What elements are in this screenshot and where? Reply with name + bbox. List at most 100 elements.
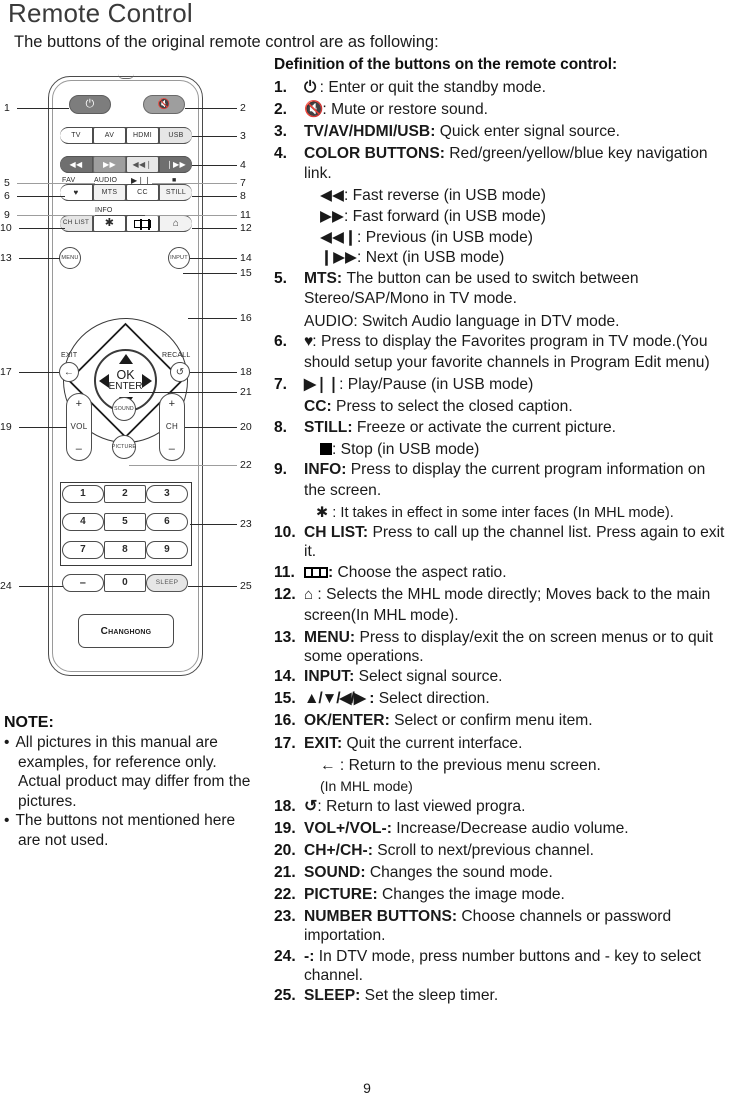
fast-forward-icon[interactable]: ▶▶ [93, 156, 126, 173]
callout-1: 1 [4, 102, 10, 114]
asterisk-icon[interactable]: ✱ [93, 215, 126, 232]
definition-text: Press to display the Favorites program i… [304, 333, 710, 371]
definition-number: 7. [274, 375, 288, 393]
enter-label: ENTER [108, 380, 143, 392]
cc-button[interactable]: CC [126, 184, 159, 201]
menu-button[interactable]: MENU [59, 247, 81, 269]
ch-list-button[interactable]: CH LIST [60, 215, 93, 232]
definition-body: MENU: Press to display/exit the on scree… [304, 628, 730, 666]
previous-icon[interactable]: ◀◀❘ [126, 156, 159, 173]
callout-20: 20 [240, 421, 252, 433]
definition-text: Quick enter signal source. [439, 122, 621, 140]
sub-line-fast-reverse: ◀◀: Fast reverse (in USB mode) [320, 187, 546, 205]
callout-line-24 [19, 586, 63, 587]
still-button[interactable]: STILL [159, 184, 192, 201]
heart-icon[interactable]: ♥ [60, 184, 93, 201]
definition-item-1: 1. ⏻ : Enter or quit the standby mode. [274, 78, 730, 99]
definition-separator: : [309, 947, 319, 965]
definition-term: TV/AV/HDMI/USB [304, 122, 431, 140]
number-button-6[interactable]: 6 [146, 513, 188, 531]
next-icon[interactable]: ❘▶▶ [159, 156, 192, 173]
mute-icon[interactable]: 🔇 [143, 95, 185, 114]
callout-line-6 [17, 196, 65, 197]
definition-number: 19. [274, 819, 296, 837]
exit-button[interactable]: ← [59, 362, 79, 382]
mts-button[interactable]: MTS [93, 184, 126, 201]
number-button-4[interactable]: 4 [62, 513, 104, 531]
definition-term: INFO [304, 461, 342, 479]
recall-button[interactable]: ↺ [170, 362, 190, 382]
definition-term: EXIT [304, 734, 337, 752]
number-button-1[interactable]: 1 [62, 485, 104, 503]
home-icon: ⌂ [304, 586, 314, 604]
definition-text: Set the sleep timer. [364, 987, 499, 1005]
fast-reverse-icon[interactable]: ◀◀ [60, 156, 93, 173]
callout-10: 10 [0, 222, 12, 234]
definition-text: Select or confirm menu item. [394, 712, 593, 730]
zero-button[interactable]: 0 [104, 574, 146, 592]
channel-plus[interactable]: + [168, 398, 176, 410]
source-button-hdmi[interactable]: HDMI [126, 127, 159, 144]
definition-number: 15. [274, 690, 296, 708]
number-button-7[interactable]: 7 [62, 541, 104, 559]
number-button-2[interactable]: 2 [104, 485, 146, 503]
definition-separator: : [355, 987, 365, 1005]
power-icon[interactable]: ⏻ [69, 95, 111, 114]
callout-line-22 [129, 465, 237, 466]
callout-5: 5 [4, 177, 10, 189]
number-button-9[interactable]: 9 [146, 541, 188, 559]
definition-text: The button can be used to switch between… [304, 269, 639, 308]
sub-line-audio: AUDIO: Switch Audio language in DTV mode… [304, 312, 620, 330]
callout-line-18 [190, 372, 237, 373]
callout-line-21 [129, 392, 237, 393]
label-exit: EXIT [61, 352, 78, 359]
definition-separator: : [362, 524, 373, 542]
definition-term: STILL [304, 418, 348, 436]
callout-line-7 [152, 183, 237, 184]
volume-minus[interactable]: – [75, 443, 83, 455]
definition-term: COLOR BUTTONS [304, 144, 440, 162]
note-item: All pictures in this manual are examples… [4, 733, 254, 811]
channel-rocker[interactable]: + CH – [159, 393, 185, 461]
callout-16: 16 [240, 312, 252, 324]
volume-plus[interactable]: + [75, 398, 83, 410]
source-button-usb[interactable]: USB [159, 127, 192, 144]
callout-23: 23 [240, 518, 252, 530]
source-button-tv[interactable]: TV [60, 127, 93, 144]
definition-body: ▲/▼/◀/▶ : Select direction. [304, 689, 730, 710]
definition-body: -: In DTV mode, press number buttons and… [304, 947, 730, 985]
definition-number: 5. [274, 269, 288, 287]
number-button-5[interactable]: 5 [104, 513, 146, 531]
definition-item-5: 5. MTS: The button can be used to switch… [274, 269, 730, 310]
home-icon[interactable]: ⌂ [159, 215, 192, 232]
number-button-3[interactable]: 3 [146, 485, 188, 503]
definition-number: 23. [274, 908, 296, 926]
volume-rocker[interactable]: + VOL – [66, 393, 92, 461]
definition-text: Enter or quit the standby mode. [328, 78, 546, 96]
picture-button[interactable]: PICTURE [112, 435, 136, 459]
aspect-ratio-icon[interactable] [126, 215, 159, 232]
channel-minus[interactable]: – [168, 443, 176, 455]
number-button-8[interactable]: 8 [104, 541, 146, 559]
dash-button[interactable]: – [62, 574, 104, 592]
definition-body: ▶❘❘: Play/Pause (in USB mode) [304, 375, 730, 396]
callout-line-14 [190, 258, 237, 259]
callout-21: 21 [240, 386, 252, 398]
sub-line-cc: CC: Press to select the closed caption. [304, 397, 573, 415]
note-item: The buttons not mentioned here are not u… [4, 811, 254, 850]
sound-button[interactable]: SOUND [112, 397, 136, 421]
definition-text: Choose the aspect ratio. [337, 563, 507, 581]
callout-line-3 [192, 136, 237, 137]
sleep-button[interactable]: SLEEP [146, 574, 188, 592]
input-button[interactable]: INPUT [168, 247, 190, 269]
source-button-av[interactable]: AV [93, 127, 126, 144]
stop-icon [320, 442, 332, 455]
power-icon: ⏻ [304, 78, 316, 96]
definition-body: ⏻ : Enter or quit the standby mode. [304, 78, 730, 99]
definition-body: STILL: Freeze or activate the current pi… [304, 418, 730, 439]
page-title: Remote Control [8, 0, 193, 28]
callout-22: 22 [240, 459, 252, 471]
definition-item-24: 24. -: In DTV mode, press number buttons… [274, 947, 730, 985]
mute-icon: 🔇 [304, 100, 323, 118]
callout-8: 8 [240, 190, 246, 202]
